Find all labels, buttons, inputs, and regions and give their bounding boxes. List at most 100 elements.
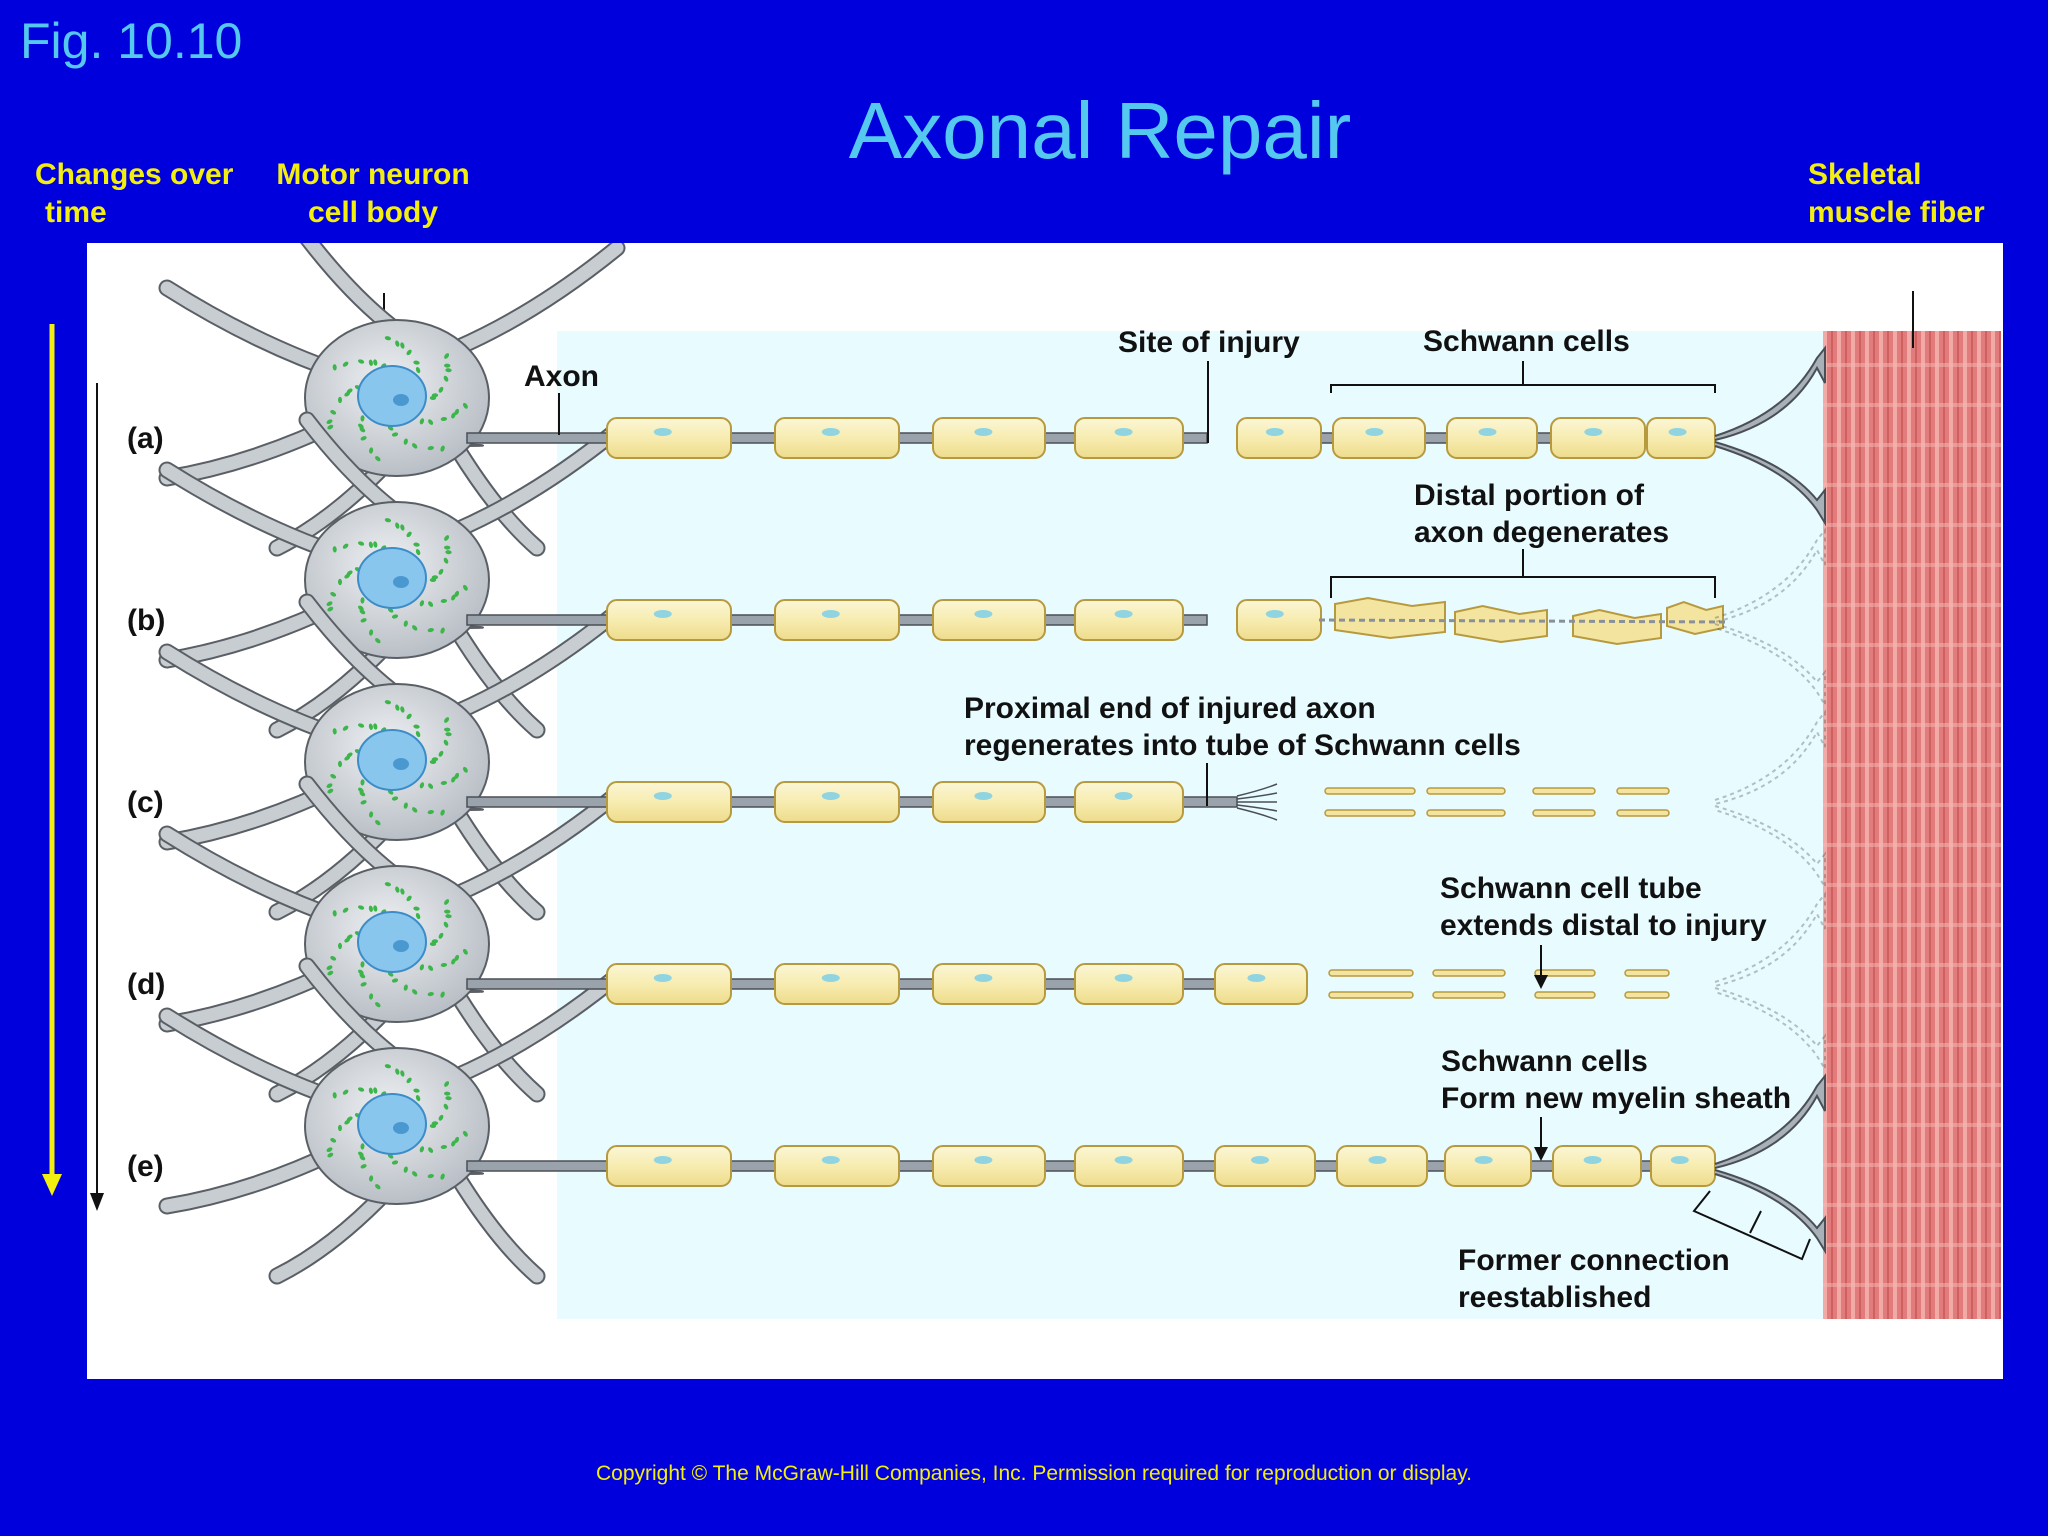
neuron-b	[158, 411, 626, 739]
schwann-cell	[1444, 1145, 1532, 1187]
nissl-granule	[445, 550, 452, 555]
nissl-granule	[327, 788, 334, 794]
nissl-granule	[431, 1121, 439, 1126]
nissl-granule	[332, 364, 337, 371]
nissl-granule	[368, 905, 373, 912]
nissl-granule	[454, 954, 460, 961]
time-line-arrowhead	[90, 1193, 104, 1211]
nissl-granule	[444, 727, 451, 732]
nissl-granule	[427, 628, 434, 633]
nissl-granule	[358, 905, 365, 910]
schwann-tube-wall	[1532, 809, 1596, 817]
nissl-granule	[415, 1095, 421, 1102]
schwann-nucleus	[1114, 428, 1133, 436]
nissl-granule	[413, 724, 420, 729]
nissl-granule	[428, 965, 434, 971]
nissl-granule	[419, 418, 425, 425]
nissl-granule	[413, 906, 420, 911]
schwann-cell	[774, 417, 900, 459]
nissl-granule	[342, 1089, 349, 1095]
schwann-nucleus	[1114, 792, 1133, 800]
nucleus	[357, 911, 427, 973]
nissl-granule	[462, 766, 468, 773]
nissl-granule	[391, 796, 399, 801]
motor-neuron-header: Motor neuron cell body	[273, 156, 473, 232]
nissl-granule	[344, 573, 351, 579]
nissl-granule	[360, 779, 365, 786]
schwann-nucleus	[821, 1156, 840, 1164]
schwann-cell	[606, 963, 732, 1005]
schwann-nucleus	[1114, 974, 1133, 982]
schwann-nucleus	[653, 792, 672, 800]
nissl-granule	[419, 600, 425, 607]
nissl-granule	[419, 1146, 425, 1153]
schwann-nucleus	[653, 974, 672, 982]
nissl-granule	[427, 1174, 434, 1179]
nissl-granule	[360, 436, 367, 441]
nissl-granule	[454, 408, 460, 415]
myelin-label-line1: Schwann cells	[1441, 1045, 1648, 1078]
nissl-granule	[440, 416, 448, 422]
schwann-tube-wall	[1532, 787, 1596, 795]
nissl-granule	[358, 1151, 364, 1157]
schwann-cell	[774, 963, 900, 1005]
schwann-nucleus	[974, 428, 993, 436]
skeletal-muscle-fiber	[1823, 331, 2001, 1319]
former-label-line1: Former connection	[1458, 1244, 1730, 1277]
nissl-granule	[431, 575, 439, 580]
nissl-granule	[406, 713, 412, 720]
nissl-granule	[337, 942, 343, 950]
nissl-granule	[391, 432, 399, 437]
schwann-cell	[606, 599, 732, 641]
nissl-granule	[359, 1155, 366, 1161]
nissl-granule	[427, 992, 434, 997]
proximal-label-line1: Proximal end of injured axon	[964, 692, 1376, 725]
degenerating-fragment	[1666, 600, 1724, 636]
degenerating-fragment	[1572, 608, 1662, 646]
nissl-granule	[327, 606, 334, 612]
nissl-granule	[445, 732, 452, 737]
nissl-granule	[431, 757, 439, 762]
nissl-granule	[375, 1184, 381, 1190]
nissl-granule	[326, 1147, 333, 1152]
schwann-cell	[1214, 963, 1308, 1005]
nissl-granule	[403, 1166, 408, 1173]
nissl-granule	[427, 810, 434, 815]
nissl-granule	[462, 402, 468, 409]
degenerating-fragment	[1454, 604, 1548, 644]
nissl-granule	[330, 1137, 337, 1143]
schwann-cell	[1646, 417, 1716, 459]
regenerating-sprout	[1236, 804, 1278, 812]
motor-header-line1: Motor neuron	[276, 158, 470, 191]
nissl-granule	[444, 717, 450, 723]
nissl-granule	[360, 1164, 367, 1169]
dendrite	[450, 241, 624, 355]
nissl-granule	[342, 361, 349, 367]
schwann-nucleus	[1670, 1156, 1689, 1164]
dendrite	[450, 423, 624, 537]
stage-label-d: (d)	[127, 968, 165, 1001]
changes-header-line1: Changes over	[35, 158, 234, 191]
nissl-granule	[384, 882, 392, 887]
nissl-granule	[438, 386, 444, 393]
tube-arrowhead	[1534, 975, 1548, 989]
schwann-nucleus	[653, 428, 672, 436]
schwann-tube-wall	[1426, 809, 1506, 817]
nissl-granule	[342, 543, 349, 549]
nissl-granule	[358, 359, 365, 364]
schwann-nucleus	[1265, 428, 1284, 436]
nissl-granule	[445, 368, 452, 373]
schwann-nucleus	[821, 428, 840, 436]
nissl-granule	[406, 349, 412, 356]
nissl-granule	[384, 518, 392, 523]
nissl-granule	[403, 620, 408, 627]
axon-terminal	[1714, 1073, 1826, 1169]
dendrite	[450, 787, 624, 901]
nissl-granule	[440, 962, 448, 968]
site-of-injury-label: Site of injury	[1118, 326, 1300, 359]
schwann-tube-wall	[1616, 787, 1670, 795]
nissl-granule	[440, 780, 448, 786]
nissl-granule	[337, 1124, 343, 1132]
axon-row-d	[466, 891, 1826, 1073]
nissl-granule	[330, 955, 337, 961]
